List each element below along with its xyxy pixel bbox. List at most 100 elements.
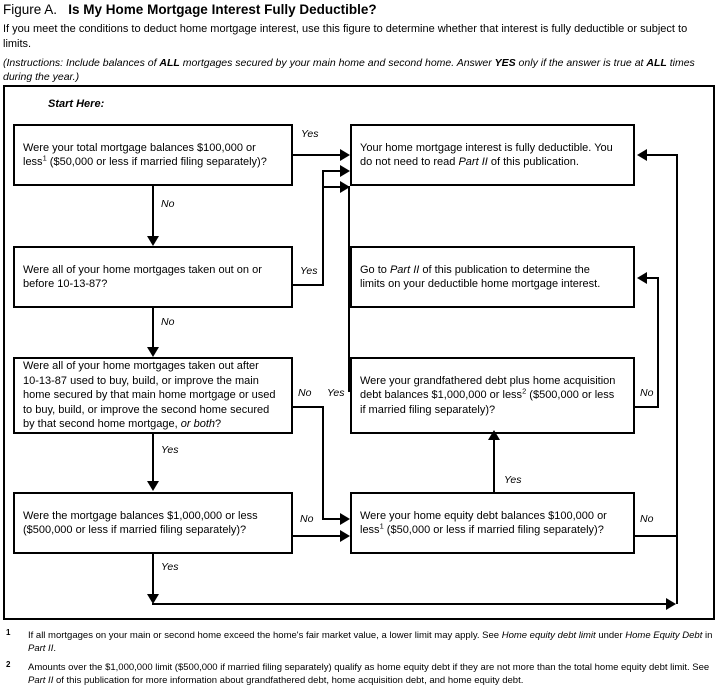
footnote-1-mid: under: [595, 630, 626, 641]
edge-q5-no-arrowhead: [637, 272, 647, 284]
edge-q4-no-line: [293, 535, 348, 537]
edge-q2-yes-line-v: [322, 170, 324, 286]
footnote-2-post: of this publication for more information…: [53, 675, 524, 686]
decision-box-home-equity-debt-balances-text: Were your home equity debt balances $100…: [352, 509, 615, 538]
edge-q6-yes-arrowhead: [488, 430, 500, 440]
q2-line-2: before 10-13-87?: [23, 278, 108, 290]
edge-label-q5-yes: Yes: [326, 387, 346, 399]
edge-q4-yes-line-h: [152, 603, 670, 605]
edge-q4-yes-line-v: [152, 554, 154, 600]
edge-label-q1-no: No: [160, 198, 176, 210]
edge-label-q6-yes: Yes: [503, 474, 523, 486]
edge-label-q4-no: No: [299, 513, 315, 525]
edge-q3-no-line-h1: [293, 406, 324, 408]
decision-box-mortgage-balances-1m[interactable]: Were the mortgage balances $1,000,000 or…: [13, 492, 293, 554]
edge-q6-no-line-v: [676, 154, 678, 604]
r2-part-ii-ref: Part II: [389, 263, 420, 276]
q3-line-3: home secured by that main home mortgage …: [23, 389, 276, 402]
footnote-2-body: Amounts over the $1,000,000 limit ($500,…: [28, 661, 716, 687]
footnote-1-em-2: Home Equity Debt: [625, 630, 703, 641]
q5-line-2-pre: debt balances $1,000,000 or less: [360, 389, 523, 402]
edge-q5-no-line-h2: [645, 277, 659, 279]
instructions-yes: YES: [494, 57, 516, 69]
edge-q2-yes-line-h2: [322, 170, 348, 172]
edge-q6-no-arrowhead: [637, 149, 647, 161]
footnote-1: 1 If all mortgages on your main or secon…: [6, 628, 716, 655]
r2-line-1-post: of this publication to determine the: [419, 263, 590, 276]
q4-line-2: ($500,000 or less if married filing sepa…: [23, 524, 247, 536]
edge-q2-no-arrowhead: [147, 347, 159, 357]
q5-footnote-ref: 2: [522, 386, 527, 396]
footnote-2-em-1: Part II: [28, 675, 54, 686]
q6-line-1: Were your home equity debt balances $100…: [360, 509, 607, 522]
q1-footnote-ref: 1: [42, 153, 47, 163]
q1-line-2-post: ($50,000 or less if married filing separ…: [46, 156, 267, 168]
edge-q6-yes-line: [493, 438, 495, 492]
edge-q5-no-line-v: [657, 277, 659, 408]
q3-line-4: to buy, build, or improve the second hom…: [23, 403, 270, 416]
result-box-fully-deductible-text: Your home mortgage interest is fully ded…: [352, 141, 621, 170]
edge-q6-no-line-h1: [635, 535, 678, 537]
edge-q1-no-line: [152, 186, 154, 238]
r2-line-2: limits on your deductible home mortgage …: [360, 278, 601, 290]
edge-label-q1-yes: Yes: [300, 128, 320, 140]
edge-q5-no-line-h1: [635, 406, 659, 408]
edge-q5-yes-line-h-bottom: [348, 390, 352, 392]
footnote-1-pre: If all mortgages on your main or second …: [28, 630, 502, 641]
flowchart-frame: [3, 85, 715, 620]
start-here-label: Start Here:: [48, 98, 105, 110]
q6-footnote-ref: 1: [379, 521, 384, 531]
edge-label-q2-no: No: [160, 316, 176, 328]
instructions-all-1: ALL: [159, 57, 180, 69]
r1-part-ii-ref: Part II: [458, 156, 488, 168]
decision-box-home-equity-debt-balances[interactable]: Were your home equity debt balances $100…: [350, 492, 635, 554]
q2-line-1: Were all of your home mortgages taken ou…: [23, 263, 262, 276]
q6-line-2-pre: less: [360, 524, 380, 536]
footnote-2-pre: Amounts over the $1,000,000 limit ($500,…: [28, 662, 710, 673]
edge-label-q3-yes: Yes: [160, 444, 180, 456]
q5-line-1: Were your grandfathered debt plus home a…: [360, 374, 616, 387]
q3-line-5-post: ?: [215, 418, 222, 431]
edge-label-q2-yes: Yes: [299, 265, 319, 277]
footnote-1-marker: 1: [6, 628, 11, 637]
instructions-mid-2: only if the answer is true at: [515, 57, 647, 69]
result-box-go-to-part-ii[interactable]: Go to Part II of this publication to det…: [350, 246, 635, 308]
edge-q5-yes-arrowhead: [340, 181, 350, 193]
footnote-1-mid-2: in: [702, 630, 713, 641]
decision-box-total-mortgage-balances[interactable]: Were your total mortgage balances $100,0…: [13, 124, 293, 186]
decision-box-mortgages-after-1987-use[interactable]: Were all of your home mortgages taken ou…: [13, 357, 293, 434]
decision-box-grandfathered-plus-acquisition[interactable]: Were your grandfathered debt plus home a…: [350, 357, 635, 434]
edge-q4-no-arrowhead: [340, 530, 350, 542]
result-box-fully-deductible[interactable]: Your home mortgage interest is fully ded…: [350, 124, 635, 186]
footnote-1-body: If all mortgages on your main or second …: [28, 629, 716, 655]
edge-q3-no-line-h2: [322, 518, 348, 520]
decision-box-mortgages-before-1987[interactable]: Were all of your home mortgages taken ou…: [13, 246, 293, 308]
page-title: Figure A. Is My Home Mortgage Interest F…: [3, 2, 703, 18]
edge-label-q4-yes: Yes: [160, 561, 180, 573]
edge-q6-no-line-h2: [645, 154, 678, 156]
edge-q1-no-arrowhead: [147, 236, 159, 246]
q6-line-2-post: ($50,000 or less if married filing separ…: [383, 524, 604, 536]
instructions-all-2: ALL: [646, 57, 667, 69]
instructions-mid: mortgages secured by your main home and …: [179, 57, 495, 69]
decision-box-mortgage-balances-1m-text: Were the mortgage balances $1,000,000 or…: [15, 509, 266, 538]
edge-q3-no-arrowhead: [340, 513, 350, 525]
r1-line-2-pre: do not need to read: [360, 156, 459, 168]
edge-q4-yes-arrowhead: [147, 594, 159, 604]
result-box-go-to-part-ii-text: Go to Part II of this publication to det…: [352, 263, 608, 292]
edge-q1-yes-arrowhead: [340, 149, 350, 161]
q5-line-3: if married filing separately)?: [360, 403, 496, 416]
r1-line-1: Your home mortgage interest is fully ded…: [360, 141, 613, 154]
q1-line-2-pre: less: [23, 156, 43, 168]
r1-line-2-post: of this publication.: [487, 156, 579, 168]
decision-box-grandfathered-plus-acquisition-text: Were your grandfathered debt plus home a…: [352, 374, 623, 418]
r2-line-1-pre: Go to: [360, 263, 390, 276]
instructions-pre: (Instructions: Include balances of: [3, 57, 160, 69]
instructions-paragraph: (Instructions: Include balances of ALL m…: [3, 56, 719, 84]
edge-label-q5-no: No: [639, 387, 655, 399]
decision-box-mortgages-before-1987-text: Were all of your home mortgages taken ou…: [15, 263, 270, 292]
edge-q4-yes-arrowhead-right: [666, 598, 676, 610]
edge-q2-no-line: [152, 308, 154, 349]
edge-q5-yes-line-into-r1: [322, 186, 348, 188]
decision-box-total-mortgage-balances-text: Were your total mortgage balances $100,0…: [15, 141, 275, 170]
